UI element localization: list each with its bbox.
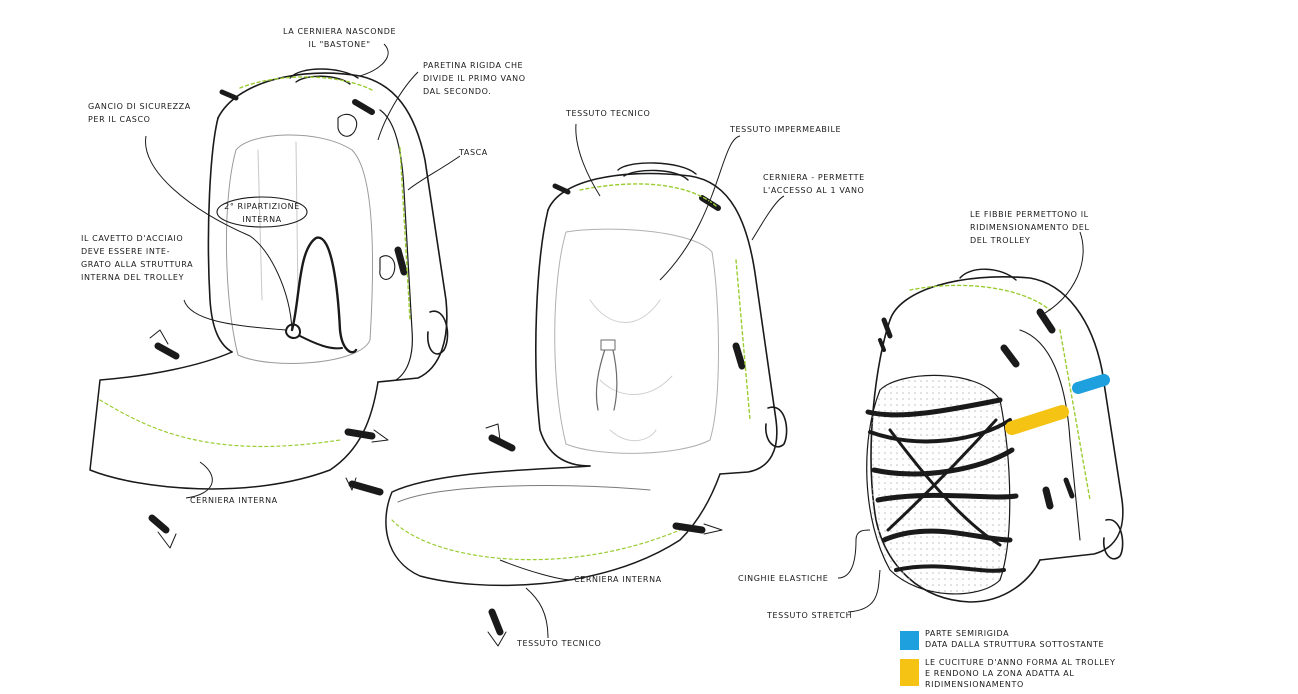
backpack-open-left [89,68,449,549]
label-cerniera-accesso: Cerniera - permette l'accesso al 1 vano [763,173,865,195]
legend-text-cuciture: Le cuciture d'anno forma al trolley e re… [925,658,1116,689]
legend-swatch-yellow [900,659,919,686]
label-tessuto-stretch: Tessuto stretch [767,611,853,620]
label-tessuto-tecnico-2: Tessuto tecnico [517,639,602,648]
backpack-closed-right [865,268,1124,603]
label-gancio: Gancio di sicurezza per il casco [88,102,191,124]
label-ripartizione: 2° ripartizione interna [224,202,300,224]
label-tasca: Tasca [459,148,488,157]
label-cavetto: Il cavetto d'acciaio deve essere inte- g… [81,234,194,282]
leader-lines [145,43,1084,639]
label-cinghie: Cinghie elastiche [738,574,829,583]
label-tessuto-tecnico-1: Tessuto tecnico [566,109,651,118]
legend-swatch-blue [900,631,919,650]
backpack-open-middle [345,162,788,647]
legend-text-semirigida: Parte semirigida data dalla struttura so… [925,629,1105,649]
label-cerniera-interna-2: Cerniera interna [574,575,662,584]
label-cerniera-nasconde: La cerniera nasconde il "bastone" [283,27,397,49]
label-tessuto-impermeabile: Tessuto impermeabile [730,125,842,134]
label-paretina: Paretina rigida che divide il primo vano… [423,61,526,96]
label-fibbie: Le fibbie permettono il ridimensionament… [970,210,1090,245]
label-cerniera-interna-1: Cerniera interna [190,496,278,505]
